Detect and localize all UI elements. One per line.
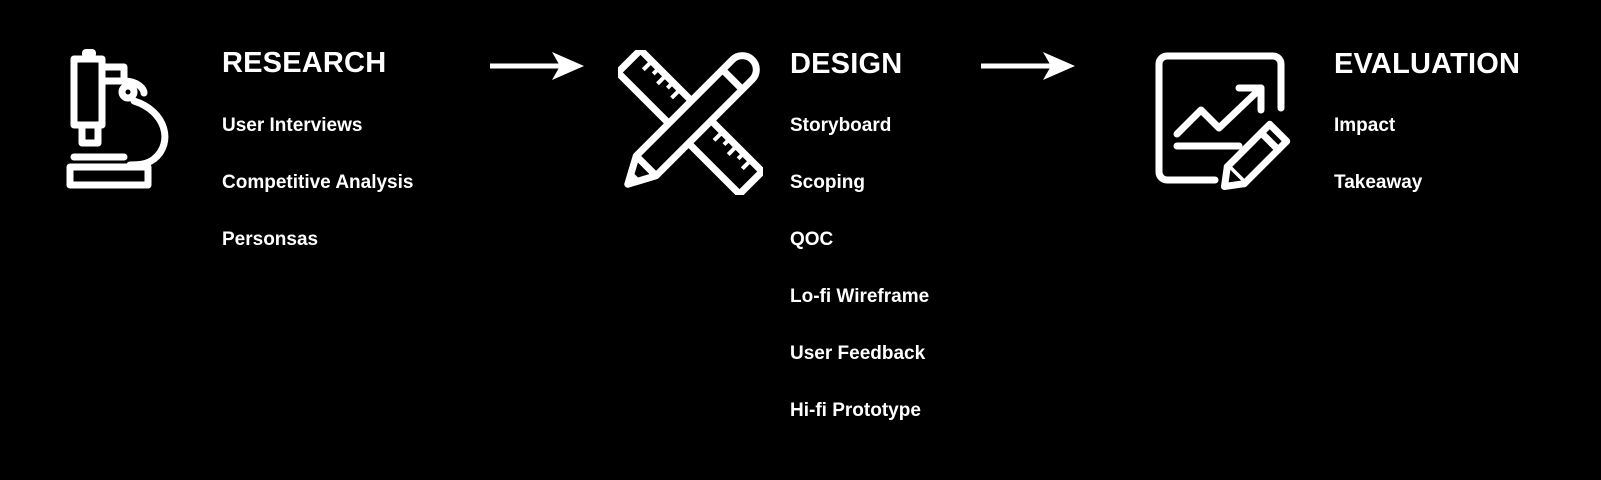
- evaluation-item-list: Impact Takeaway: [1334, 114, 1422, 228]
- microscope-icon: [62, 45, 182, 195]
- chart-edit-icon: [1155, 52, 1295, 192]
- list-item: User Interviews: [222, 115, 363, 136]
- list-item: Impact: [1334, 115, 1396, 136]
- pencil-ruler-icon: [618, 50, 763, 195]
- list-item: User Feedback: [790, 343, 926, 364]
- stage-title-research: RESEARCH: [222, 47, 387, 79]
- list-item: Personsas: [222, 229, 319, 250]
- research-item-list: User Interviews Competitive Analysis Per…: [222, 114, 413, 285]
- stage-title-evaluation: EVALUATION: [1334, 48, 1521, 80]
- design-item-list: Storyboard Scoping QOC Lo-fi Wireframe U…: [790, 114, 929, 456]
- list-item: QOC: [790, 229, 834, 250]
- list-item: Takeaway: [1334, 172, 1423, 193]
- arrow-right-icon: [981, 52, 1075, 80]
- list-item: Storyboard: [790, 115, 892, 136]
- list-item: Lo-fi Wireframe: [790, 286, 930, 307]
- list-item: Scoping: [790, 172, 865, 193]
- arrow-right-icon: [490, 52, 584, 80]
- list-item: Competitive Analysis: [222, 172, 414, 193]
- list-item: Hi-fi Prototype: [790, 400, 921, 421]
- stage-title-design: DESIGN: [790, 48, 903, 80]
